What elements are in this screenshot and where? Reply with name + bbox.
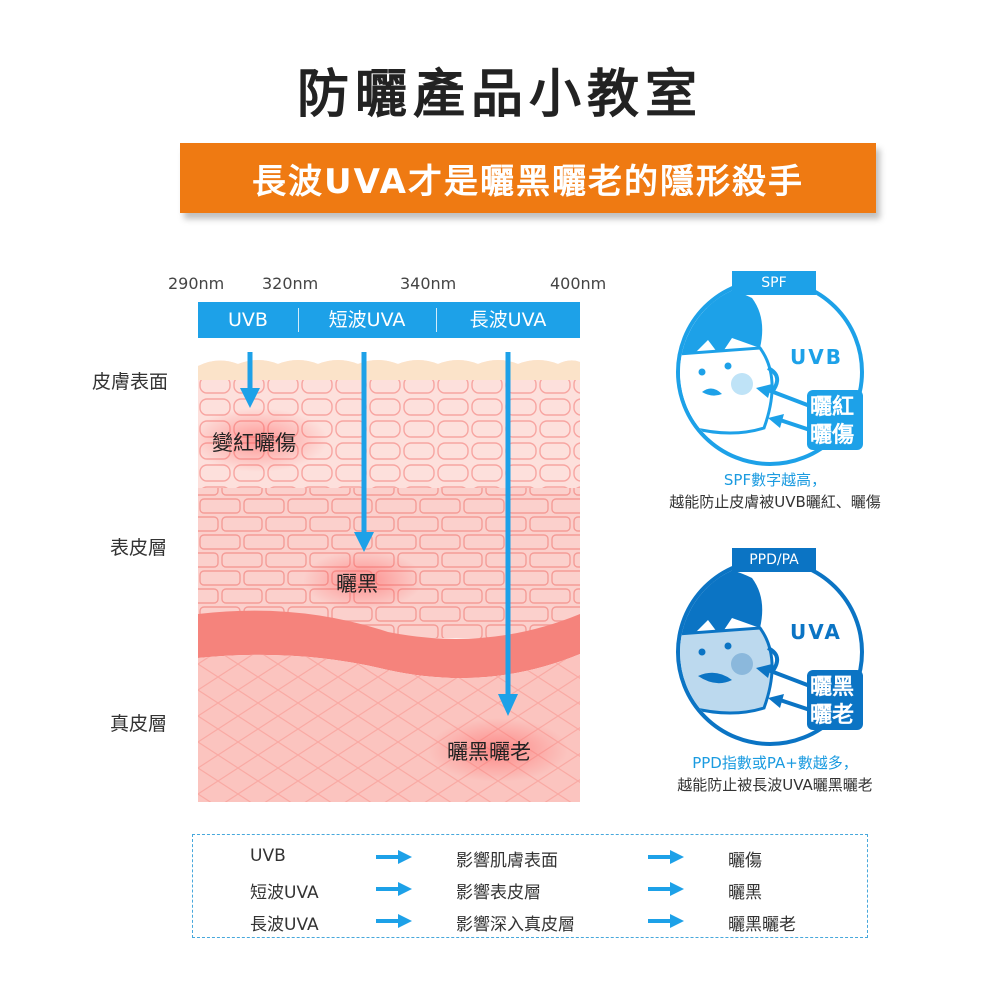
spf-face-illustration (676, 278, 864, 466)
uv-band-bar (198, 302, 580, 338)
wavelength-340: 340nm (400, 274, 457, 293)
uvb-arrow (240, 352, 260, 408)
subtitle-banner: 長波UVA才是曬黑曬老的隱形殺手 (180, 143, 876, 213)
legend-impact-uvb: 影響肌膚表面 (456, 851, 558, 871)
spf-effect-redden: 曬紅 (810, 395, 855, 420)
wavelength-290: 290nm (168, 274, 225, 293)
band-uvb: UVB (228, 309, 268, 331)
layer-label-epidermis: 表皮層 (110, 537, 168, 559)
wavelength-400: 400nm (550, 274, 607, 293)
arrow-right-icon (670, 914, 684, 928)
spf-effect-burn: 曬傷 (810, 423, 855, 448)
legend-ray-long-uva: 長波UVA (250, 915, 319, 935)
subtitle-text: 長波UVA才是曬黑曬老的隱形殺手 (252, 161, 804, 202)
legend-box (192, 834, 868, 938)
short-uva-arrow (354, 352, 374, 552)
spf-effects: 曬紅 曬傷 (810, 394, 854, 450)
layer-label-dermis: 真皮層 (110, 713, 168, 735)
glow-aging (428, 718, 568, 782)
skin-cross-section (198, 352, 580, 802)
pa-face-illustration (676, 558, 864, 746)
arrow-right-icon (670, 882, 684, 896)
legend-ray-uvb: UVB (250, 846, 286, 866)
pa-ray-label: UVA (790, 620, 842, 644)
legend-result-long-uva: 曬黑曬老 (728, 915, 796, 935)
spf-ray-label: UVB (790, 345, 843, 369)
legend-impact-long-uva: 影響深入真皮層 (456, 915, 575, 935)
pa-tag: PPD/PA (732, 548, 816, 572)
effect-tan-aging: 曬黑曬老 (447, 740, 531, 764)
legend-arrows (376, 850, 684, 928)
pa-caption: PPD指數或PA+數越多， 越能防止被長波UVA曬黑曬老 (630, 752, 920, 796)
legend-result-uvb: 曬傷 (728, 851, 762, 871)
arrow-right-icon (670, 850, 684, 864)
spf-caption-line2: 越能防止皮膚被UVB曬紅、曬傷 (669, 493, 881, 511)
arrow-right-icon (398, 882, 412, 896)
long-uva-arrow (498, 352, 518, 716)
pa-effect-aging: 曬老 (810, 703, 855, 728)
pa-effect-tan: 曬黑 (810, 675, 855, 700)
arrow-right-icon (398, 850, 412, 864)
spf-caption-line1: SPF數字越高， (723, 471, 827, 489)
legend-result-short-uva: 曬黑 (728, 883, 762, 903)
pa-caption-line2: 越能防止被長波UVA曬黑曬老 (677, 776, 873, 794)
spf-tag: SPF (732, 271, 816, 295)
spf-caption: SPF數字越高， 越能防止皮膚被UVB曬紅、曬傷 (630, 469, 920, 513)
effect-sunburn: 變紅曬傷 (212, 431, 296, 455)
pa-caption-line1: PPD指數或PA+數越多， (692, 754, 858, 772)
pa-effects: 曬黑 曬老 (810, 674, 854, 730)
glow-sunburn (198, 408, 328, 472)
layer-label-surface: 皮膚表面 (92, 371, 169, 393)
band-separator (436, 308, 437, 332)
band-short-uva: 短波UVA (328, 309, 406, 331)
glow-tan (303, 550, 423, 610)
wavelength-320: 320nm (262, 274, 319, 293)
effect-tan: 曬黑 (336, 572, 378, 596)
legend-ray-short-uva: 短波UVA (250, 883, 319, 903)
legend-impact-short-uva: 影響表皮層 (456, 883, 541, 903)
band-separator (298, 308, 299, 332)
arrow-right-icon (398, 914, 412, 928)
page-title: 防曬產品小教室 (296, 65, 703, 125)
band-long-uva: 長波UVA (469, 309, 547, 331)
